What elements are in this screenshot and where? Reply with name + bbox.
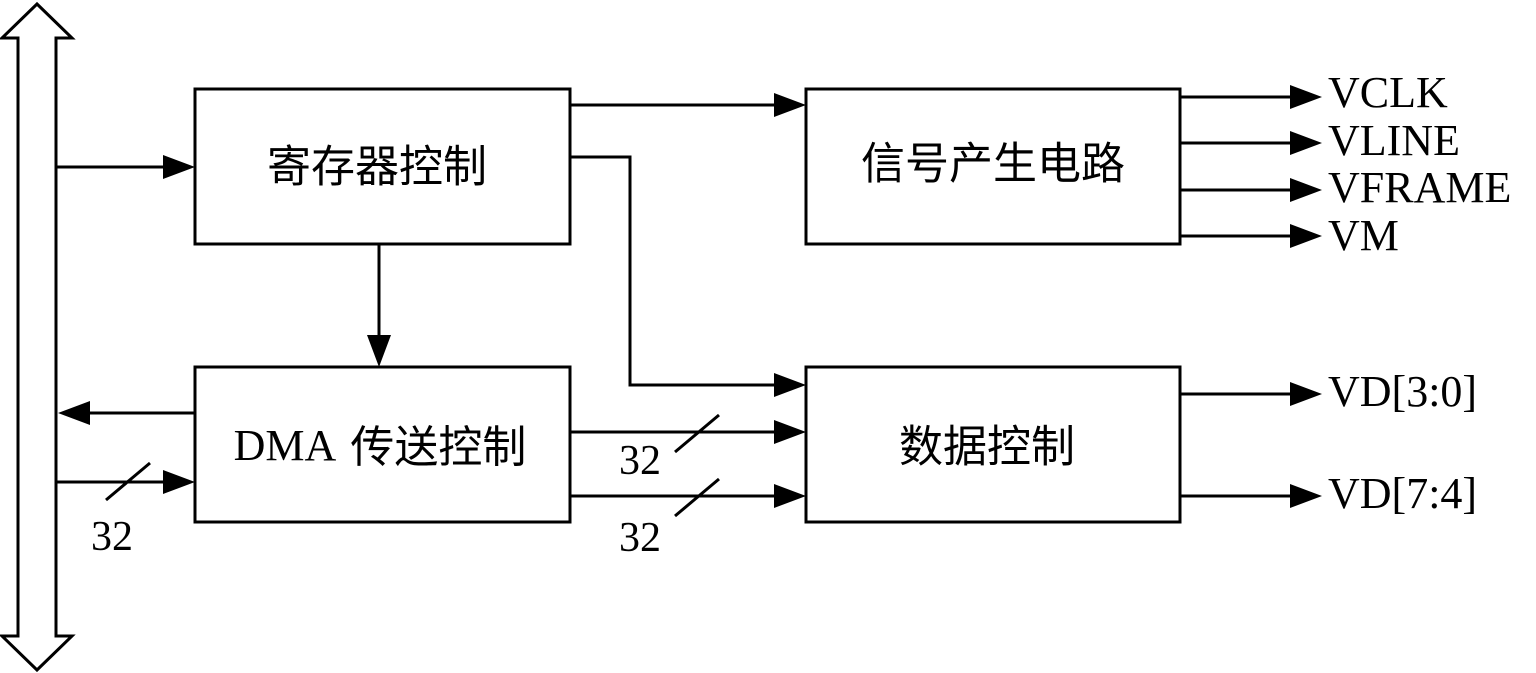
dma-to-bus-arrowhead — [58, 401, 90, 425]
register-to-signal-arrowhead — [774, 93, 806, 117]
dma-label-prefix: DMA — [234, 421, 337, 470]
vframe-output-arrowhead — [1290, 178, 1322, 202]
data-control-block — [804, 365, 1182, 524]
register-to-data-arrowhead — [774, 373, 806, 397]
register-to-dma-arrowhead — [367, 335, 391, 367]
vd-high-label: VD[7:4] — [1328, 469, 1477, 518]
vm-output-arrowhead — [1290, 224, 1322, 248]
dma-to-data-upper-arrowhead — [774, 420, 806, 444]
vline-output-arrowhead — [1290, 131, 1322, 155]
vline-label: VLINE — [1328, 116, 1460, 165]
dma-to-data-upper-width-label: 32 — [619, 438, 661, 484]
dma-to-data-lower-width-slash — [674, 477, 720, 518]
dma-to-data-upper-width-slash — [674, 413, 720, 454]
vd-low-label: VD[3:0] — [1328, 367, 1477, 416]
dma-transfer-control-block — [193, 365, 572, 524]
signal-generator-block — [804, 87, 1182, 246]
register-control-block — [193, 87, 572, 246]
vclk-label: VCLK — [1328, 68, 1448, 117]
register-control-label: 寄存器控制 — [267, 142, 487, 193]
dma-transfer-control-label: DMA 传送控制 — [234, 421, 527, 472]
dma-to-data-lower-width-label: 32 — [619, 515, 661, 561]
system-bus-arrow — [0, 1, 76, 673]
vm-label: VM — [1328, 211, 1399, 260]
register-to-data-wire — [570, 155, 776, 387]
data-control-label: 数据控制 — [899, 422, 1075, 473]
dma-label-suffix: 传送控制 — [350, 422, 526, 473]
bus-to-dma-arrowhead — [163, 470, 195, 494]
vframe-label: VFRAME — [1328, 163, 1511, 212]
bus-to-dma-width-slash — [105, 461, 151, 502]
vclk-output-arrowhead — [1290, 85, 1322, 109]
bus-to-register-arrowhead — [163, 155, 195, 179]
dma-to-data-lower-arrowhead — [774, 484, 806, 508]
signal-generator-label: 信号产生电路 — [861, 139, 1125, 190]
vd-high-output-arrowhead — [1290, 484, 1322, 508]
vd-low-output-arrowhead — [1290, 382, 1322, 406]
bus-to-dma-width-label: 32 — [91, 514, 133, 560]
